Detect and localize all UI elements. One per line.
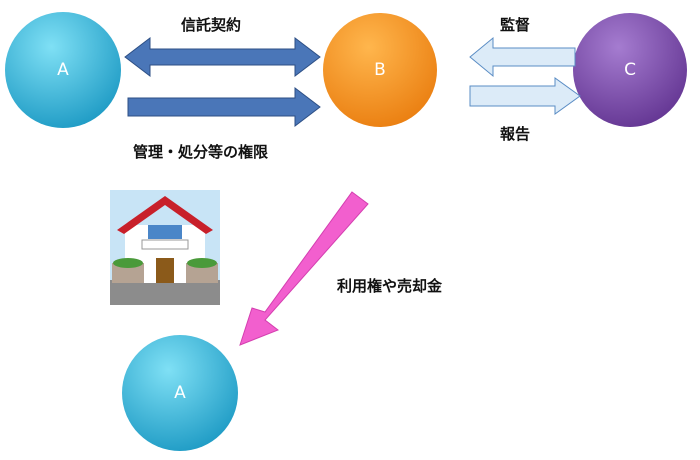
node-a-top	[5, 12, 121, 128]
arrow-management-authority	[127, 86, 321, 128]
node-c-label: C	[624, 60, 636, 80]
node-c	[573, 13, 687, 127]
node-a-bottom	[122, 335, 238, 451]
label-supervision: 監督	[500, 16, 531, 34]
node-b	[323, 13, 437, 127]
node-a-top-label: A	[57, 60, 69, 80]
node-b-label: B	[374, 60, 386, 80]
arrow-supervision	[469, 36, 576, 78]
label-report: 報告	[500, 125, 531, 143]
label-management-authority: 管理・処分等の権限	[133, 143, 269, 161]
label-usage-proceeds: 利用権や売却金	[337, 277, 443, 295]
label-trust-contract: 信託契約	[181, 16, 242, 34]
arrow-report	[469, 77, 581, 115]
node-a-bottom-label: A	[174, 383, 186, 403]
double-arrow-trust	[124, 36, 321, 78]
house-icon	[110, 190, 220, 305]
arrow-usage-proceeds	[239, 191, 369, 346]
